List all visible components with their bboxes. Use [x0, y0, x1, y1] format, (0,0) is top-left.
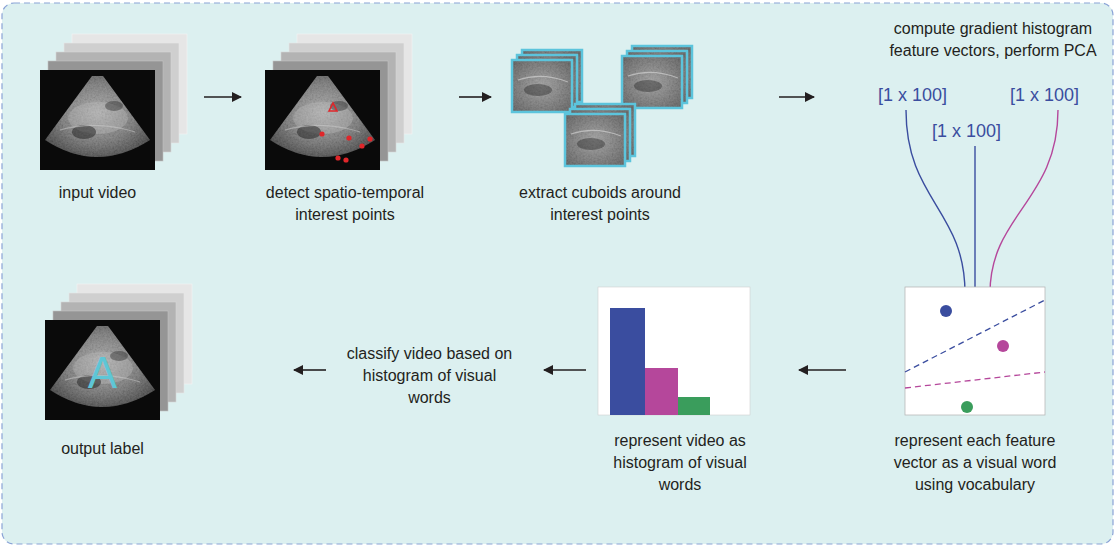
histogram-bar	[610, 308, 645, 415]
vector-size-label: [1 x 100]	[932, 120, 1001, 142]
flow-arrow	[779, 96, 814, 98]
step-node: classify video based on histogram of vis…	[330, 335, 540, 413]
flow-arrow	[459, 96, 491, 98]
boundary-line	[905, 372, 1045, 388]
step-node: extract cuboids around interest points	[495, 30, 775, 230]
drawing-circle	[319, 131, 324, 136]
histogram-box	[598, 287, 750, 415]
cuboid-group	[565, 104, 635, 166]
step-caption: output label	[45, 438, 160, 460]
drawing-path	[329, 103, 337, 111]
interest-video-stack	[265, 34, 412, 170]
word-dot	[997, 340, 1009, 352]
output-letter: A	[45, 350, 160, 396]
step-caption: compute gradient histogram feature vecto…	[878, 18, 1108, 62]
drawing-circle	[359, 143, 364, 148]
drawing-circle	[367, 136, 372, 141]
interest-points	[319, 103, 372, 163]
histogram-bar	[678, 397, 710, 415]
drawing-circle	[343, 157, 348, 162]
step-node: detect spatio-temporal interest points	[245, 30, 455, 230]
step-node: Aoutput label	[40, 280, 290, 465]
step-caption: extract cuboids around interest points	[500, 182, 700, 226]
step-node: represent video as histogram of visual w…	[590, 280, 795, 500]
step-caption: input video	[40, 182, 155, 204]
step-caption: classify video based on histogram of vis…	[342, 343, 517, 409]
vector-leader	[974, 146, 975, 293]
word-dot	[961, 401, 973, 413]
feature-plot	[905, 287, 1045, 415]
step-node: compute gradient histogram feature vecto…	[818, 15, 1108, 130]
flow-arrow	[799, 369, 846, 371]
boundary-line	[905, 300, 1045, 372]
step-node: represent each feature vector as a visua…	[850, 280, 1075, 500]
output-video-stack	[45, 284, 192, 420]
vector-size-label: [1 x 100]	[878, 84, 947, 106]
cuboid-group	[622, 46, 692, 108]
flow-arrow	[294, 369, 326, 371]
cuboid-group	[512, 50, 582, 112]
step-node: input video	[35, 30, 200, 220]
panel-background	[2, 3, 1113, 544]
histogram-bar	[645, 368, 678, 415]
step-caption: detect spatio-temporal interest points	[255, 182, 435, 226]
drawing-circle	[346, 135, 351, 140]
input-video-stack	[40, 34, 187, 170]
drawing-circle	[335, 155, 340, 160]
vector-size-label: [1 x 100]	[1010, 84, 1079, 106]
word-dot	[940, 305, 952, 317]
flow-arrow	[204, 96, 241, 98]
flow-arrow	[544, 369, 586, 371]
step-caption: represent each feature vector as a visua…	[885, 430, 1065, 496]
step-caption: represent video as histogram of visual w…	[605, 430, 755, 496]
